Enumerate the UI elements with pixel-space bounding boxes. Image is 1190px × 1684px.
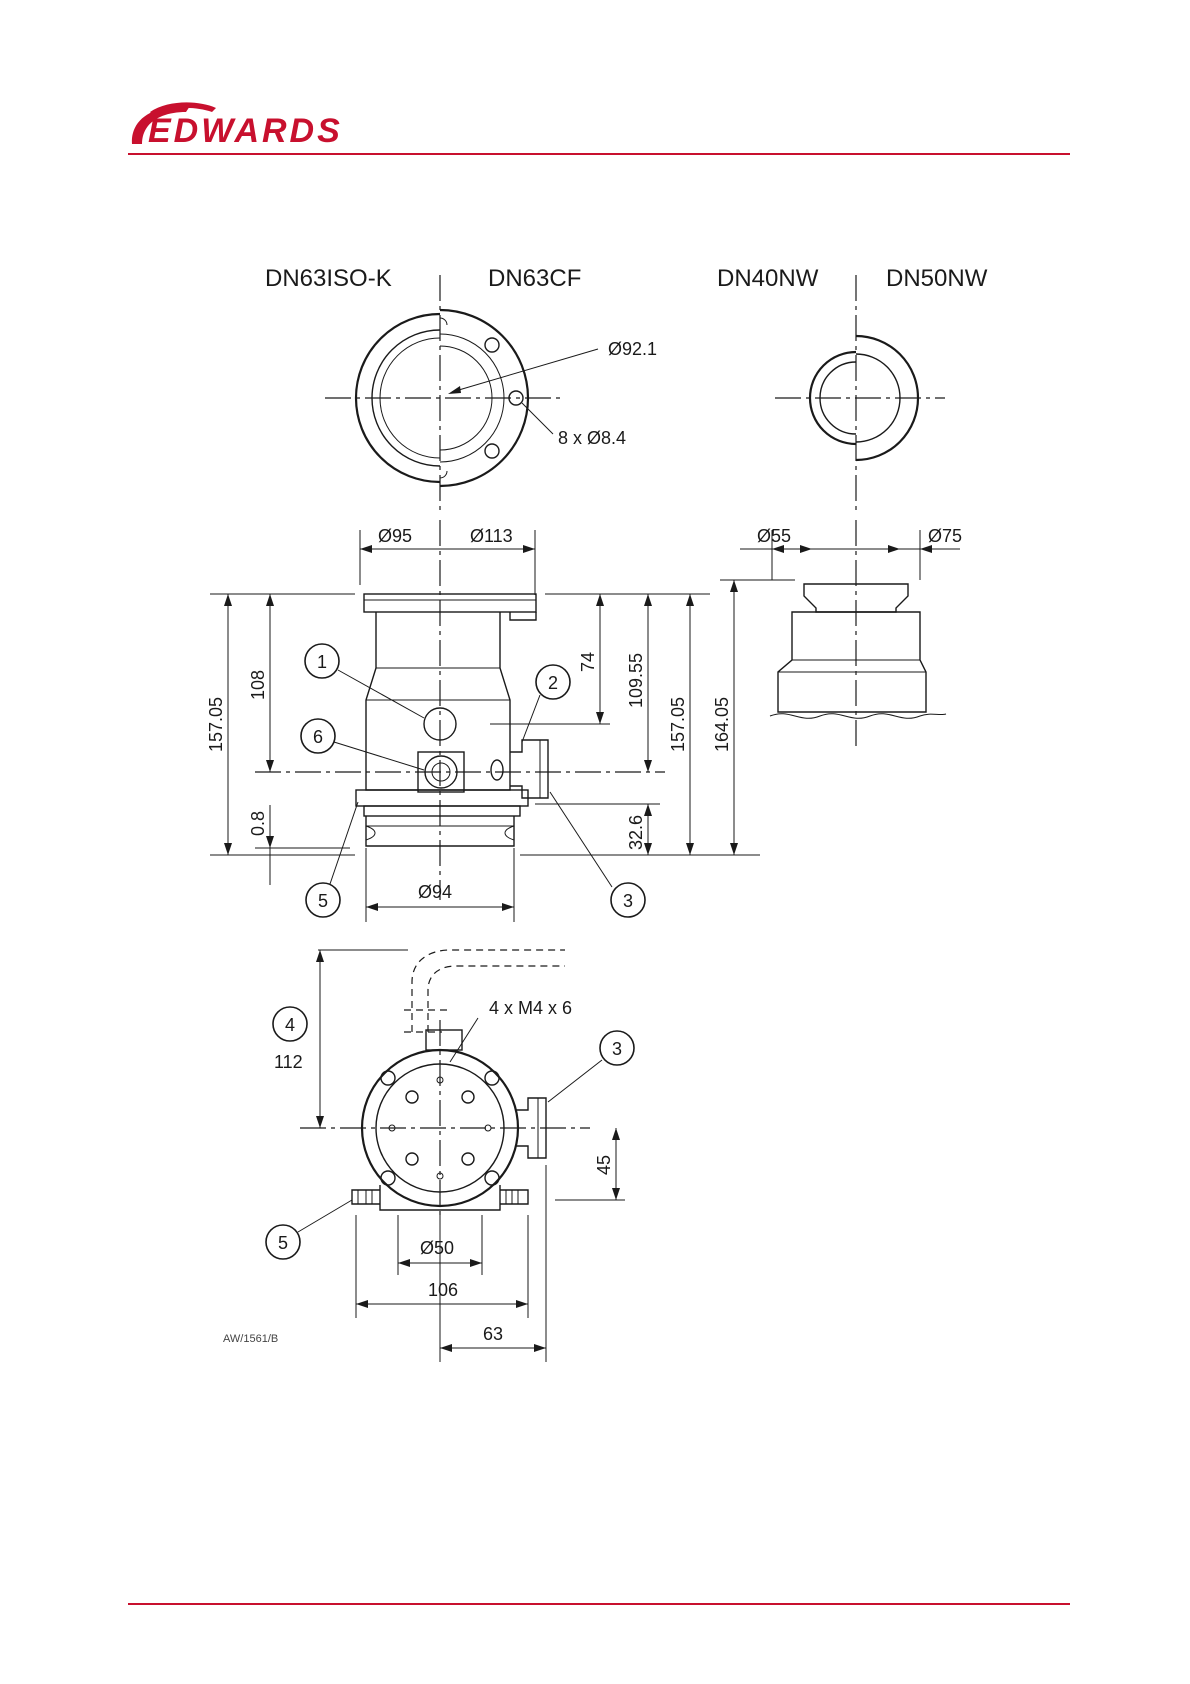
label-height-74: 74: [578, 652, 598, 672]
label-bolt-holes: 8 x Ø8.4: [558, 428, 626, 448]
label-dia-113: Ø113: [470, 526, 513, 546]
callout-5-bottom-label: 5: [278, 1233, 288, 1253]
top-view-iso-cf: [325, 275, 598, 512]
heading-dn50nw: DN50NW: [886, 265, 988, 292]
callout-3-side-label: 3: [623, 891, 633, 911]
label-dia-95: Ø95: [378, 526, 412, 546]
label-width-106: 106: [428, 1280, 458, 1300]
bottom-view-dims: [316, 950, 625, 1362]
callout-5-side-label: 5: [318, 891, 328, 911]
label-dia-75: Ø75: [928, 526, 962, 546]
label-height-108: 108: [248, 670, 268, 700]
callout-4-label: 4: [285, 1015, 295, 1035]
side-view-pump: [356, 520, 548, 900]
label-dia-55: Ø55: [757, 526, 791, 546]
label-screws: 4 x M4 x 6: [489, 998, 572, 1018]
label-height-112: 112: [274, 1052, 303, 1072]
top-view-nw: [775, 275, 945, 512]
label-height-157-05-left: 157.05: [206, 697, 226, 752]
callout-5-side: [306, 802, 358, 917]
heading-dn40nw: DN40NW: [717, 265, 819, 292]
label-height-157-05-right: 157.05: [668, 697, 688, 752]
label-height-109-55: 109.55: [626, 653, 646, 708]
callout-3-bottom-label: 3: [612, 1039, 622, 1059]
callout-6-label: 6: [313, 727, 323, 747]
label-bolt-circle: Ø92.1: [608, 339, 657, 359]
drawing-reference: AW/1561/B: [223, 1333, 278, 1345]
label-height-0-8: 0.8: [248, 811, 268, 836]
label-dia-94: Ø94: [418, 882, 452, 902]
label-height-32-6: 32.6: [626, 815, 646, 850]
nw-side-view: [720, 520, 960, 855]
heading-dn63iso-k: DN63ISO-K: [265, 265, 392, 292]
callout-1-label: 1: [317, 652, 327, 672]
heading-dn63cf: DN63CF: [488, 265, 581, 292]
label-height-45: 45: [594, 1155, 614, 1175]
label-width-63: 63: [483, 1324, 503, 1344]
callout-2: [522, 665, 570, 742]
label-height-164-05: 164.05: [712, 697, 732, 752]
side-view-left-height-dims: [224, 594, 274, 885]
label-dia-50: Ø50: [420, 1238, 454, 1258]
callout-2-label: 2: [548, 673, 558, 693]
